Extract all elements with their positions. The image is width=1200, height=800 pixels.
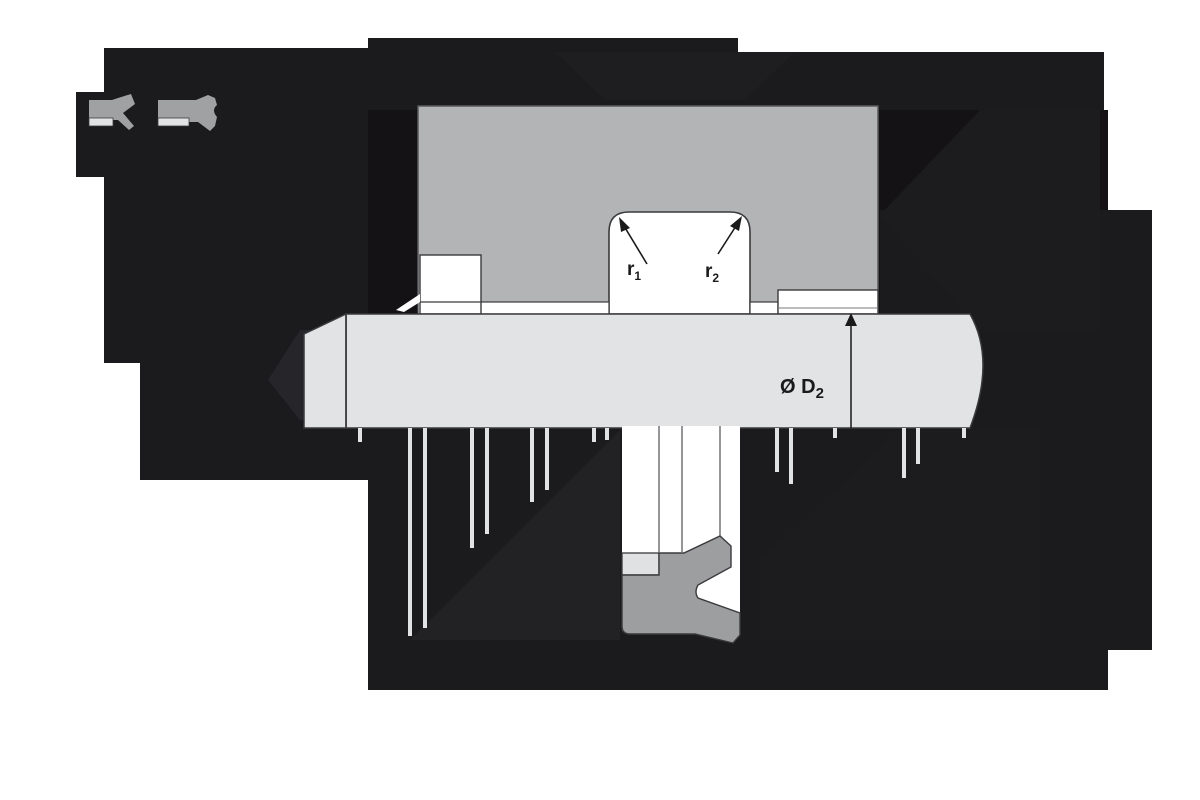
seal-cross-section [621,426,741,644]
d2-label: Ø D2 [780,376,824,402]
seal-profile-double-lip-icon [157,95,217,131]
groove-outline [608,211,751,315]
dimension-arrow-d2: Ø D2 [780,313,857,428]
seal-body [621,535,741,644]
seal-groove: r1 r2 [608,211,751,315]
mask-shade-bottom-right [760,430,1040,640]
shaft-projection-lines [358,428,966,636]
mask-shade-right-chevron [880,110,1100,330]
shaft-body [345,313,984,429]
guide-ring-right [777,289,879,315]
shaft-chamfer-end [303,312,347,429]
guide-ring-left [396,254,482,315]
radius-arrow-r1 [619,217,648,265]
shaft [303,312,984,429]
seal-profile-single-lip-icon [88,94,135,130]
lead-in-chamfer [396,294,420,312]
radius-arrow-r2 [717,216,742,255]
mask-shade-top-v [555,52,795,100]
r1-label: r1 [627,259,641,283]
legend-icons [88,94,217,131]
mask-shade-bottom-diag [410,430,620,640]
seal-backup-ring [621,552,660,576]
r2-label: r2 [705,261,719,285]
